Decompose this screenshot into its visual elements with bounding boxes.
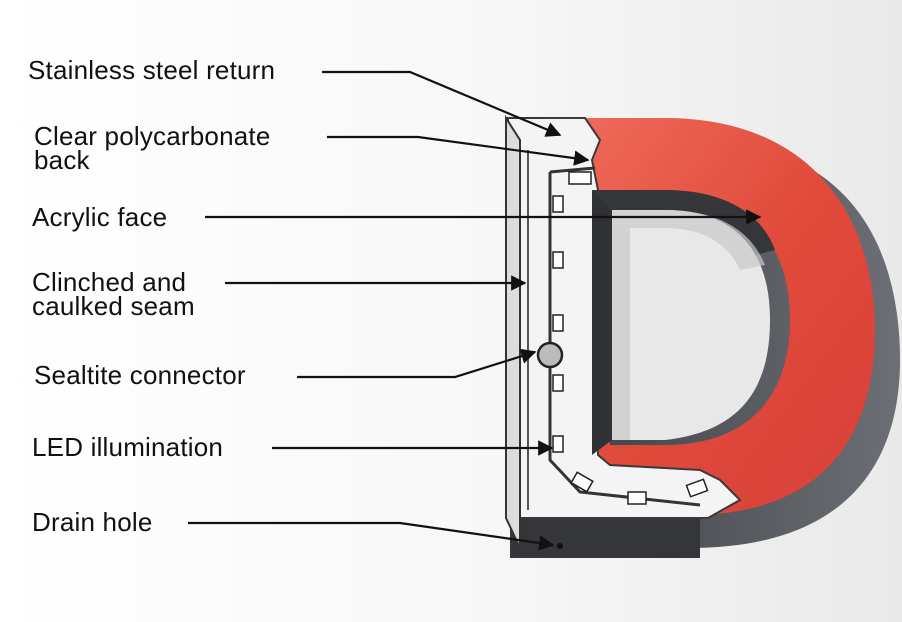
leader-stainless-steel-return <box>322 70 562 137</box>
label-drain-hole: Drain hole <box>32 507 153 537</box>
led-modules <box>552 171 709 505</box>
inner-return-top <box>592 190 775 256</box>
led-module <box>552 374 564 392</box>
leader-lines <box>188 70 762 551</box>
inner-hole <box>612 210 770 440</box>
leader-clear-polycarbonate-back <box>327 135 590 166</box>
leader-sealtite-connector <box>297 348 537 379</box>
led-module <box>685 478 709 498</box>
inner-return <box>592 190 612 455</box>
led-track-top <box>549 166 596 174</box>
drain-hole <box>557 543 563 549</box>
label-clinched-caulked-seam: Clinched and caulked seam <box>32 267 195 321</box>
led-module <box>552 195 564 213</box>
sealtite-connector <box>536 341 564 369</box>
leader-drain-hole <box>188 521 555 551</box>
inner-hole-shade <box>612 210 765 440</box>
led-module <box>627 491 647 505</box>
led-module <box>552 314 564 332</box>
return-bottom-strip <box>510 518 700 558</box>
label-led-illumination: LED illumination <box>32 432 224 462</box>
led-module <box>552 251 564 269</box>
led-module <box>570 471 594 493</box>
led-module <box>568 171 592 185</box>
led-module <box>552 435 564 453</box>
label-clear-polycarbonate-back: Clear polycarbonate back <box>34 121 271 175</box>
label-acrylic-face: Acrylic face <box>32 202 168 232</box>
label-stainless-steel-return: Stainless steel return <box>28 55 276 85</box>
acrylic-face <box>575 118 875 515</box>
label-sealtite-connector: Sealtite connector <box>34 360 246 390</box>
left-return-wall <box>505 114 521 549</box>
